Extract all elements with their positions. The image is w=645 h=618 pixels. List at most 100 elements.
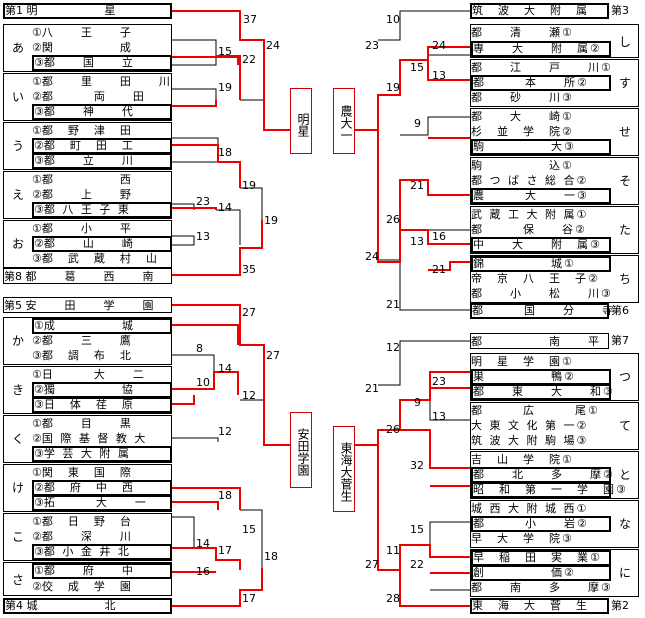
team-row[interactable]: ②国 際 基 督 教 大 xyxy=(32,431,172,447)
team-row[interactable]: 早 大 学 院③ xyxy=(471,531,611,547)
seed-row[interactable]: 都 国 分 寺 xyxy=(470,303,613,319)
team-row[interactable]: ②都 町 田 工 xyxy=(32,138,172,154)
seed-row[interactable]: 第8 都 葛 西 南 xyxy=(3,268,172,284)
team-name: 筑 波 大 附 駒 場 xyxy=(471,434,577,447)
team-row[interactable]: 吉 山 学 院① xyxy=(471,452,611,468)
team-row[interactable]: ②都 両 田 xyxy=(32,89,172,105)
team-name: 都 八 王 子 東 xyxy=(43,203,131,216)
seed-label: 第7 xyxy=(611,334,629,347)
team-row[interactable]: 大 東 文 化 第 一② xyxy=(471,418,611,434)
team-row[interactable]: 都 保 谷② xyxy=(471,222,611,238)
rank: ③ xyxy=(601,581,611,594)
team-row[interactable]: 中 大 附 属③ xyxy=(471,237,611,253)
team-name: 帝 京 八 王 子 xyxy=(471,272,588,285)
seed-row[interactable]: 第5 安 田 学 園 xyxy=(3,297,172,313)
seed-row[interactable]: 都 南 平 xyxy=(470,333,609,349)
team-row[interactable]: 都 南 多 摩③ xyxy=(471,580,611,596)
rank: ③ xyxy=(576,434,587,447)
team-row[interactable]: ②都 三 鷹 xyxy=(32,333,172,349)
team-row[interactable]: 都 小 岩② xyxy=(471,516,611,532)
team-name: 都 府 中 西 xyxy=(43,481,135,494)
team-row[interactable]: 都 東 大 和③ xyxy=(471,384,613,400)
team-row[interactable]: 農 大 一③ xyxy=(471,188,611,204)
team-row[interactable]: ①都 小 平 xyxy=(32,221,172,237)
score: 14 xyxy=(218,362,232,375)
seed-label: 第1 xyxy=(5,4,23,17)
team-row[interactable]: 筑 波 大 附 駒 場③ xyxy=(471,433,611,449)
rank: ② xyxy=(603,468,613,481)
team-row[interactable]: 都 小 松 川③ xyxy=(471,286,611,302)
rank: ② xyxy=(32,432,42,445)
team-row[interactable]: ①都 日 野 台 xyxy=(32,514,172,530)
group-te: 都 広 尾① 大 東 文 化 第 一② 筑 波 大 附 駒 場③ て xyxy=(470,402,639,450)
team-row[interactable]: 都 砂 川③ xyxy=(471,90,611,106)
team-row[interactable]: ③都 調 布 北 xyxy=(32,348,172,364)
team-row[interactable]: ③都 八 王 子 東 xyxy=(32,202,172,218)
team-name: 早 稲 田 実 業 xyxy=(473,551,590,564)
team-row[interactable]: ①八 王 子 xyxy=(32,25,172,41)
seed-row[interactable]: 筑 波 大 附 属 xyxy=(470,3,609,19)
team-row[interactable]: ②都 上 野 xyxy=(32,187,172,203)
team-row[interactable]: ③都 小 金 井 北 xyxy=(32,544,172,560)
team-row[interactable]: 都 つ ば さ 総 合② xyxy=(471,173,611,189)
score: 23 xyxy=(432,375,446,388)
team-row[interactable]: 杉 並 学 院② xyxy=(471,124,611,140)
team-row[interactable]: 都 清 瀬① xyxy=(471,25,611,41)
group-su: 都 江 戸 川① 都 本 所② 都 砂 川③ す xyxy=(470,59,639,107)
team-row[interactable]: ②都 山 崎 xyxy=(32,236,172,252)
team-name: 都 野 津 田 xyxy=(41,124,133,137)
team-row[interactable]: ③拓 大 一 xyxy=(32,495,172,511)
team-name: 杉 並 学 院 xyxy=(471,125,562,138)
team-row[interactable]: 武 蔵 工 大 附 属① xyxy=(471,207,611,223)
group-label: き xyxy=(11,383,24,397)
team-row[interactable]: 都 江 戸 川① xyxy=(471,60,611,76)
team-row[interactable]: ①都 府 中 xyxy=(32,563,172,579)
team-row[interactable]: 早 稲 田 実 業① xyxy=(471,550,611,566)
seed-row[interactable]: 第1 明 星 xyxy=(3,3,172,19)
team-row[interactable]: ①都 目 黒 xyxy=(32,416,172,432)
team-row[interactable]: ②都 深 川 xyxy=(32,529,172,545)
team-row[interactable]: 駒 込① xyxy=(471,158,611,174)
team-row[interactable]: ②都 府 中 西 xyxy=(32,480,172,496)
team-row[interactable]: ②佼 成 学 園 xyxy=(32,579,172,595)
team-row[interactable]: 昭 和 第 一 学 園③ xyxy=(471,482,626,498)
team-row[interactable]: ③都 立 川 xyxy=(32,153,172,169)
group-label: か xyxy=(11,334,24,348)
team-name: 佼 成 学 園 xyxy=(41,580,133,593)
rank: ② xyxy=(562,125,572,138)
team-name: 都 北 多 摩 xyxy=(473,468,603,481)
team-name: 学 芸 大 附 属 xyxy=(43,447,131,460)
team-row[interactable]: ①日 大 二 xyxy=(32,367,172,383)
team-row[interactable]: 創 価② xyxy=(471,565,611,581)
team-row[interactable]: ②関 成 xyxy=(32,40,172,56)
team-row[interactable]: ②獨 協 xyxy=(32,382,172,398)
team-name: 都 小 松 川 xyxy=(471,287,601,300)
team-name: 都 武 蔵 村 山 xyxy=(41,252,159,265)
team-row[interactable]: ③都 国 立 xyxy=(32,55,172,71)
team-row[interactable]: 錦 城① xyxy=(471,256,611,272)
team-row[interactable]: ③都 神 代 xyxy=(32,104,172,120)
team-row[interactable]: 都 大 崎① xyxy=(471,109,611,125)
team-row[interactable]: ①都 野 津 田 xyxy=(32,123,172,139)
team-row[interactable]: ③都 武 蔵 村 山 xyxy=(32,251,172,267)
seed-row[interactable]: 東 海 大 菅 生 xyxy=(470,598,609,614)
team-row[interactable]: ①都 西 xyxy=(32,172,172,188)
rank: ③ xyxy=(603,385,613,398)
team-name: 都 江 戸 川 xyxy=(471,61,601,74)
team-row[interactable]: 明 星 学 園① xyxy=(471,354,611,370)
team-row[interactable]: 都 広 尾① xyxy=(471,403,611,419)
score: 26 xyxy=(386,423,400,436)
team-row[interactable]: 都 本 所② xyxy=(471,75,611,91)
seed-row[interactable]: 第4 城 北 xyxy=(3,598,172,614)
team-row[interactable]: ①成 城 xyxy=(32,318,172,334)
team-row[interactable]: ③日 体 荏 原 xyxy=(32,397,172,413)
team-row[interactable]: 城 西 大 附 城 西① xyxy=(471,501,611,517)
team-row[interactable]: ③学 芸 大 附 属 xyxy=(32,446,172,462)
team-row[interactable]: 巣 鴨② xyxy=(471,369,611,385)
team-row[interactable]: ①都 里 田 川 xyxy=(32,74,172,90)
team-row[interactable]: ①関 東 国 際 xyxy=(32,465,172,481)
team-row[interactable]: 帝 京 八 王 子② xyxy=(471,271,611,287)
team-row[interactable]: 専 大 附 属② xyxy=(471,41,611,57)
team-row[interactable]: 都 北 多 摩② xyxy=(471,467,613,483)
team-row[interactable]: 駒 大③ xyxy=(471,139,611,155)
